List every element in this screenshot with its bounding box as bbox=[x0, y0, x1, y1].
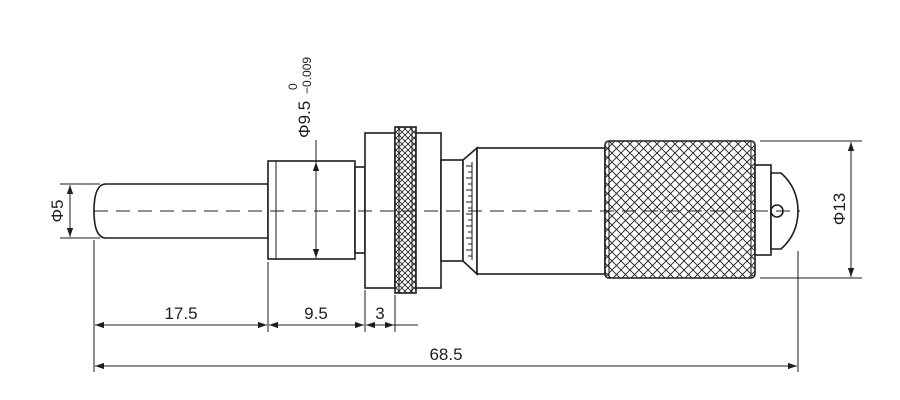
dim-68-5-label: 68.5 bbox=[429, 345, 462, 364]
lock-nut-knurl bbox=[394, 126, 417, 294]
sleeve bbox=[267, 160, 356, 260]
ratchet-neck bbox=[754, 164, 772, 256]
phi5-label: Φ5 bbox=[48, 199, 67, 222]
sleeve-step bbox=[354, 166, 366, 254]
dim-9-5-label: 9.5 bbox=[304, 304, 328, 323]
spindle bbox=[93, 183, 269, 239]
phi13-label: Φ13 bbox=[830, 193, 849, 225]
phi9-5-label-group: Φ9.5 0 −0.009 bbox=[286, 57, 314, 138]
phi9-5-tol-upper: 0 bbox=[286, 83, 300, 90]
dim-17-5-label: 17.5 bbox=[164, 304, 197, 323]
dim-3-label: 3 bbox=[375, 304, 384, 323]
barrel-scale-ticks bbox=[466, 165, 472, 257]
phi9-5-tol-lower: −0.009 bbox=[300, 57, 314, 94]
phi9-5-label: Φ9.5 bbox=[295, 101, 314, 138]
knurled-thimble bbox=[604, 140, 756, 279]
